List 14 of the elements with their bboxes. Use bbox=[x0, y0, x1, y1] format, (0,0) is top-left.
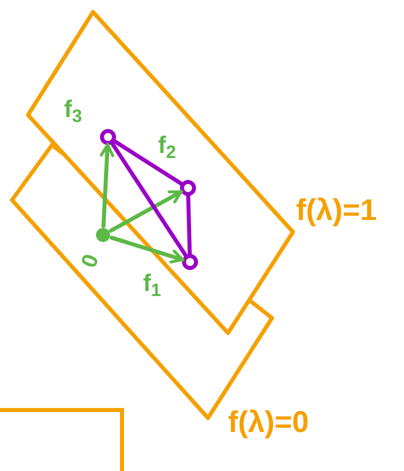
point-marker bbox=[100, 129, 116, 145]
arrow bbox=[110, 236, 184, 264]
plane-label: f(λ)=1 bbox=[296, 196, 377, 226]
arrow bbox=[108, 190, 183, 233]
plane-label: f(λ)=0 bbox=[228, 408, 309, 438]
point-label: f$_{3}$ bbox=[64, 98, 82, 122]
point-marker bbox=[180, 180, 196, 196]
point-marker bbox=[96, 228, 110, 242]
point-label: f$_{2}$ bbox=[158, 134, 176, 158]
arrow bbox=[100, 143, 114, 228]
point-label: f$_{1}$ bbox=[143, 272, 162, 296]
point-label: 0 bbox=[78, 251, 103, 271]
frame-outline bbox=[0, 408, 124, 471]
point-marker bbox=[182, 254, 198, 270]
